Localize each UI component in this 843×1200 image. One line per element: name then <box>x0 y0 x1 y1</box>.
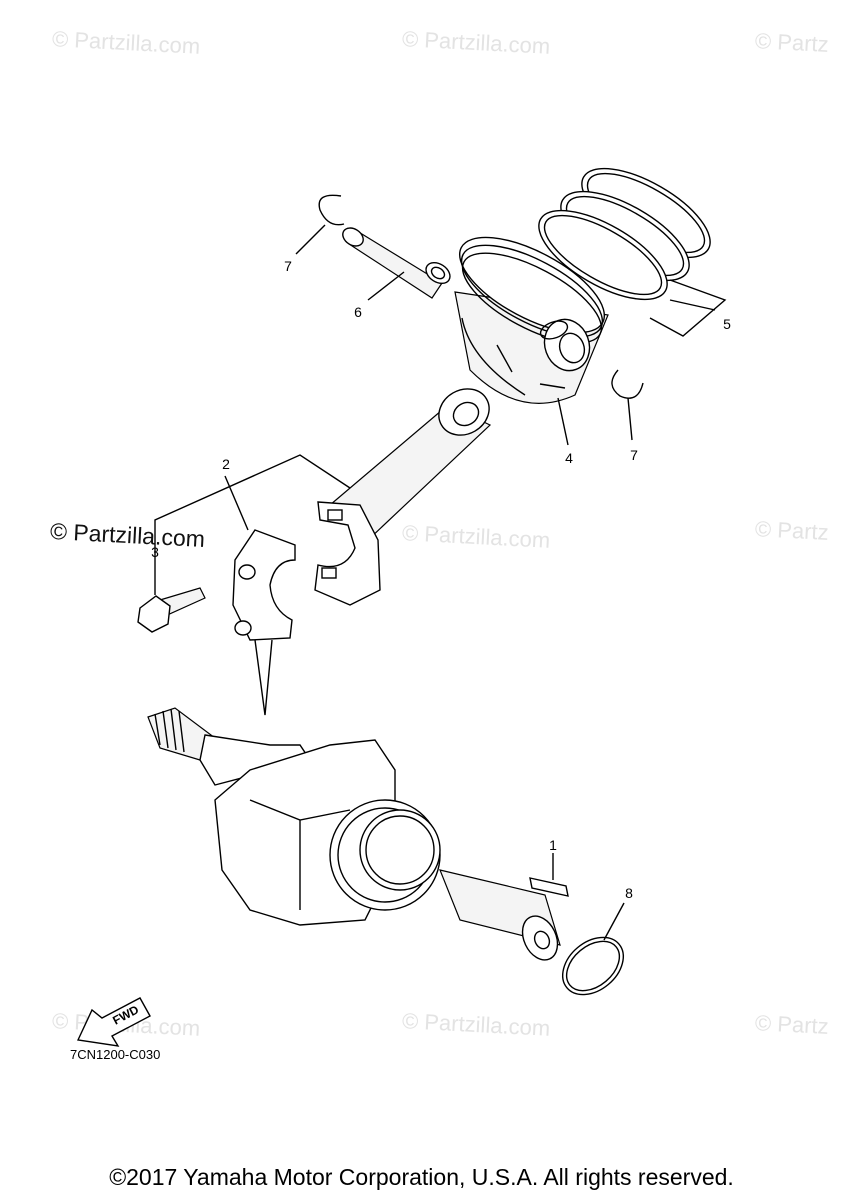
callout-2[interactable]: 2 <box>222 456 230 472</box>
callout-1[interactable]: 1 <box>549 837 557 853</box>
callout-7[interactable]: 7 <box>284 258 292 274</box>
bolt-drawing <box>137 587 206 633</box>
callout-3[interactable]: 3 <box>151 544 159 560</box>
callout-4[interactable]: 4 <box>565 450 573 466</box>
connecting-rod-drawing <box>314 388 492 606</box>
crankshaft-drawing <box>147 707 561 961</box>
callout-6[interactable]: 6 <box>354 304 362 320</box>
piston-drawing <box>454 236 609 404</box>
key-drawing <box>529 877 569 897</box>
leader-lines <box>154 224 727 941</box>
rod-cap-drawing <box>232 529 296 716</box>
callout-7[interactable]: 7 <box>630 447 638 463</box>
piston-rings-drawing <box>538 167 711 301</box>
copyright-notice: ©2017 Yamaha Motor Corporation, U.S.A. A… <box>109 1164 734 1190</box>
callout-8[interactable]: 8 <box>625 885 633 901</box>
diagram-code: 7CN1200-C030 <box>70 1047 161 1062</box>
circlip-drawing <box>318 194 644 399</box>
callout-5[interactable]: 5 <box>723 316 731 332</box>
piston-pin-drawing <box>342 227 451 299</box>
fwd-arrow-icon <box>76 997 151 1047</box>
o-ring-drawing <box>562 936 624 996</box>
